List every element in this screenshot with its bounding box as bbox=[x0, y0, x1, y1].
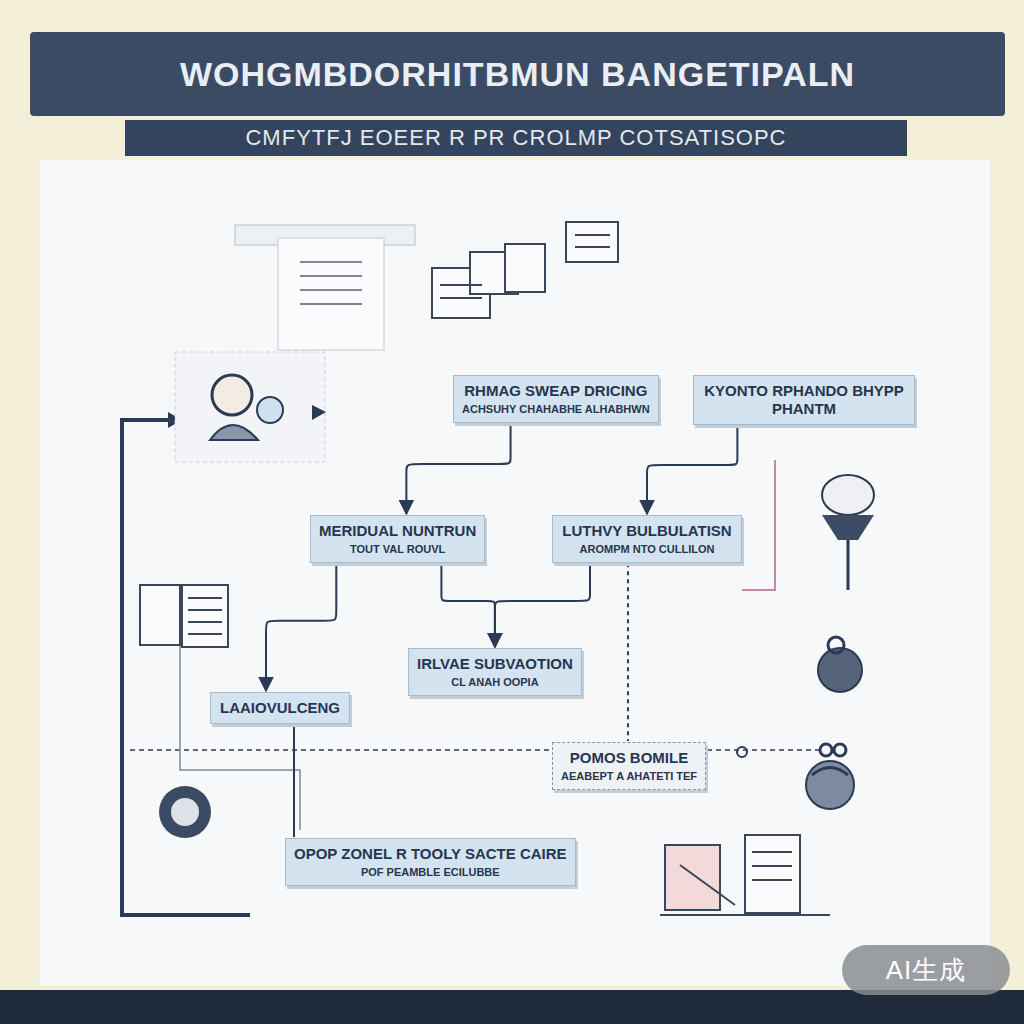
box-body: ACHSUHY CHAHABHE ALHABHWN bbox=[462, 403, 650, 416]
connector-arrow bbox=[495, 563, 590, 647]
figure-icon bbox=[806, 475, 874, 809]
connector-arrow bbox=[647, 425, 737, 514]
gear-icon bbox=[159, 786, 211, 838]
box-heading: RHMAG SWEAP DRICING bbox=[462, 382, 650, 400]
box-heading: KYONTO RPHANDO BHYPP PHANTM bbox=[702, 382, 906, 418]
document-icon bbox=[140, 585, 228, 647]
box-heading: POMOS BOMILE bbox=[561, 749, 697, 767]
box-heading: LUTHVY BULBULATISN bbox=[561, 522, 733, 540]
box-heading: OPOP ZONEL R TOOLY SACTE CAIRE bbox=[294, 845, 567, 863]
diagram-title: WOHGMBDORHITBMUN BANGETIPALN bbox=[30, 32, 1005, 116]
process-box: MERIDUAL NUNTRUN TOUT VAL ROUVL bbox=[310, 515, 485, 563]
bottom-bar bbox=[0, 990, 1024, 1024]
box-body: TOUT VAL ROUVL bbox=[319, 543, 476, 556]
process-box: KYONTO RPHANDO BHYPP PHANTM bbox=[693, 375, 915, 425]
person-icon bbox=[175, 352, 326, 462]
box-body: AROMPM NTO CULLILON bbox=[561, 543, 733, 556]
process-box: LAAIOVULCENG bbox=[210, 692, 350, 724]
connector-arrow bbox=[266, 563, 336, 691]
process-box: LUTHVY BULBULATISN AROMPM NTO CULLILON bbox=[552, 515, 742, 563]
box-body: AEABEPT A AHATETI TEF bbox=[561, 770, 697, 783]
connector-arrow bbox=[627, 563, 629, 741]
subtitle: CMFYTFJ EOEER R PR CROLMP COTSATISOPC bbox=[125, 120, 907, 156]
dashed-guide bbox=[130, 749, 820, 751]
box-heading: LAAIOVULCENG bbox=[219, 699, 341, 717]
box-body: CL ANAH OOPIA bbox=[417, 676, 573, 689]
ring-icon bbox=[834, 744, 846, 756]
process-box: OPOP ZONEL R TOOLY SACTE CAIRE POF PEAMBL… bbox=[285, 838, 576, 886]
process-box: IRLVAE SUBVAOTION CL ANAH OOPIA bbox=[408, 648, 582, 696]
magnifier-icon bbox=[737, 747, 747, 757]
box-body: POF PEAMBLE ECILUBBE bbox=[294, 866, 567, 879]
folder-icon bbox=[432, 222, 618, 318]
connector-arrow bbox=[441, 563, 495, 647]
dashed-note-box: POMOS BOMILE AEABEPT A AHATETI TEF bbox=[552, 742, 706, 790]
side-line bbox=[742, 460, 775, 590]
box-heading: MERIDUAL NUNTRUN bbox=[319, 522, 476, 540]
connector-arrow bbox=[293, 724, 295, 837]
watermark: AI生成 bbox=[842, 945, 1010, 995]
bracket-line bbox=[122, 420, 250, 915]
watermark-pill bbox=[842, 945, 1010, 995]
process-box: RHMAG SWEAP DRICING ACHSUHY CHAHABHE ALHA… bbox=[453, 375, 659, 423]
document-icon bbox=[235, 225, 415, 350]
document-icon bbox=[660, 835, 830, 915]
box-heading: IRLVAE SUBVAOTION bbox=[417, 655, 573, 673]
connector-arrow bbox=[406, 423, 510, 514]
ring-icon bbox=[820, 744, 832, 756]
